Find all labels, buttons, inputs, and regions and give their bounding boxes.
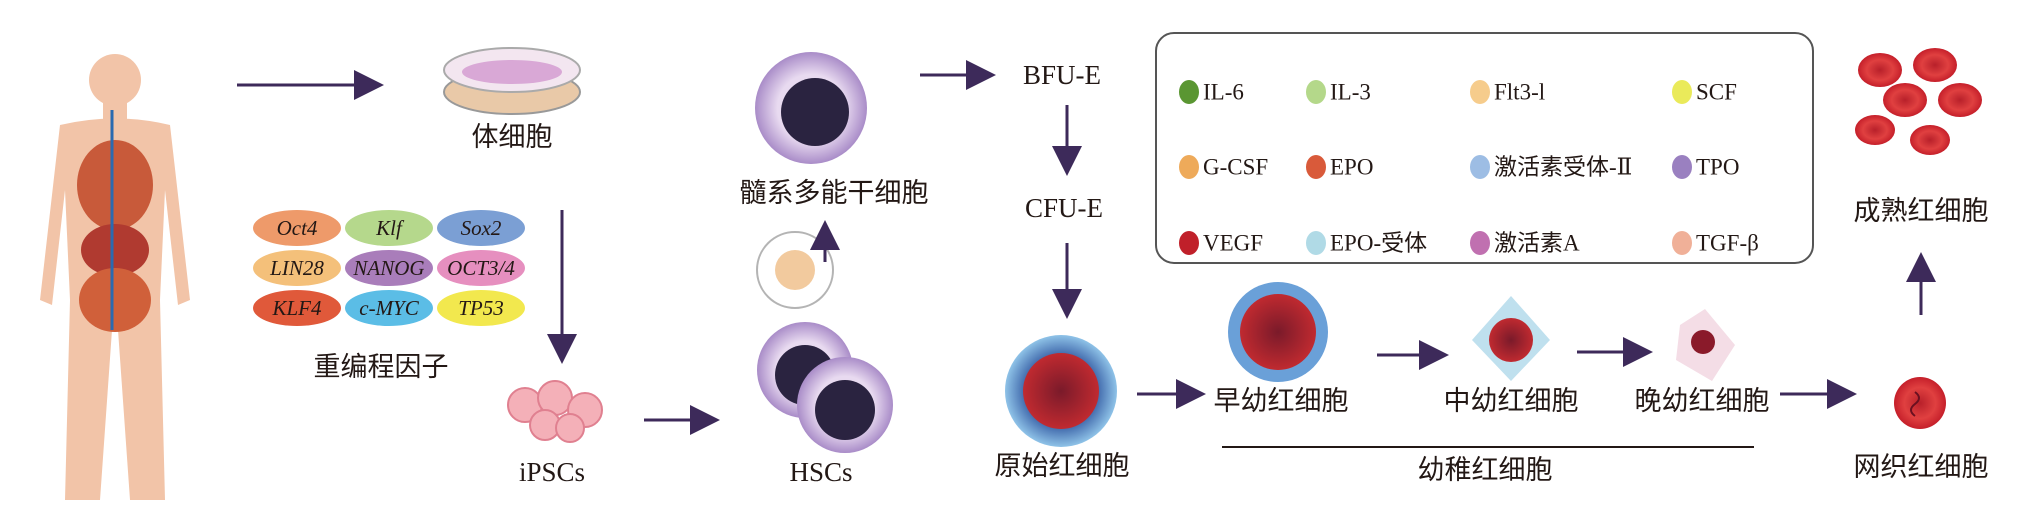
label-immature-erythroid: 幼稚红细胞 [1418,455,1553,485]
label-reprogramming-factors: 重编程因子 [314,352,449,382]
gene-oval: LIN28 [253,250,341,286]
gene-label: c-MYC [359,296,419,320]
gene-label: KLF4 [271,296,322,320]
label-late-erythroblast: 晚幼红细胞 [1635,386,1770,416]
reticulocyte-cell-icon [1894,377,1946,429]
label-somatic-cell: 体细胞 [472,122,553,152]
legend-item: TGF-β [1672,231,1759,256]
legend-swatch [1470,231,1490,255]
gene-oval-shape [437,290,525,326]
hsc-cells-icon [757,322,893,453]
legend-label: 激活素受体-Ⅱ [1494,155,1632,180]
watermark-logo [756,231,834,309]
label-myeloid-progenitor: 髓系多能干细胞 [740,178,929,208]
intermediate-erythroblast-cell-icon [1472,296,1550,381]
label-proerythroblast: 原始红细胞 [995,451,1130,481]
cytokine-legend: IL-6 IL-3 Flt3-l SCF G-CSF EPO 激活素受体-Ⅱ TPO VEGF E… [1179,80,1759,256]
legend-label: Flt3-l [1494,80,1545,105]
gene-oval-shape [253,290,341,326]
legend-label: IL-3 [1330,80,1371,105]
legend-label: IL-6 [1203,80,1244,105]
legend-swatch [1306,80,1326,104]
legend-label: G-CSF [1203,155,1268,180]
gene-oval: Klf [345,210,433,246]
legend-label: VEGF [1203,231,1263,256]
legend-swatch [1672,231,1692,255]
legend-item: IL-3 [1306,80,1371,105]
legend-label: EPO [1330,155,1373,180]
gene-oval: c-MYC [345,290,433,326]
label-bfu-e: BFU-E [1023,60,1101,90]
legend-item: EPO-受体 [1306,231,1427,256]
legend-item: VEGF [1179,231,1263,256]
legend-swatch [1179,231,1199,255]
gene-label: Klf [375,216,405,240]
gene-label: Oct4 [277,216,318,240]
ipsc-cluster-icon [507,380,603,443]
legend-item: IL-6 [1179,80,1244,105]
late-erythroblast-cell-icon [1676,309,1735,381]
legend-swatch [1179,155,1199,179]
legend-swatch [1672,80,1692,104]
gene-oval-shape [345,290,433,326]
mature-rbc-cluster-icon [1855,48,1982,155]
gene-oval: TP53 [437,290,525,326]
label-reticulocyte: 网织红细胞 [1854,452,1989,482]
legend-swatch [1306,231,1326,255]
legend-swatch [1179,80,1199,104]
legend-label: 激活素A [1494,231,1580,256]
myeloid-progenitor-cell-icon [755,52,867,164]
legend-item: G-CSF [1179,155,1268,180]
gene-oval: NANOG [345,250,433,286]
human-body-illustration [40,54,190,500]
legend-label: SCF [1696,80,1737,105]
label-early-erythroblast: 早幼红细胞 [1214,386,1349,416]
early-erythroblast-cell-icon [1228,282,1328,382]
gene-oval-shape [437,210,525,246]
legend-item: SCF [1672,80,1737,105]
legend-swatch [1470,155,1490,179]
gene-label: LIN28 [269,256,324,280]
legend-swatch [1672,155,1692,179]
label-ipscs: iPSCs [519,457,585,487]
gene-oval: KLF4 [253,290,341,326]
legend-swatch [1306,155,1326,179]
legend-item: 激活素受体-Ⅱ [1470,155,1632,180]
gene-oval-shape [345,250,433,286]
legend-item: Flt3-l [1470,80,1545,105]
legend-item: EPO [1306,155,1373,180]
gene-label: Sox2 [461,216,502,240]
label-hscs: HSCs [789,457,852,487]
legend-swatch [1470,80,1490,104]
gene-oval-shape [345,210,433,246]
label-mature-rbc: 成熟红细胞 [1854,196,1989,226]
gene-oval: Oct4 [253,210,341,246]
gene-label: NANOG [352,256,424,280]
cytokine-legend-box [1155,32,1814,264]
gene-oval: Sox2 [437,210,525,246]
legend-item: 激活素A [1470,231,1580,256]
gene-oval-shape [253,210,341,246]
legend-label: TPO [1696,155,1739,180]
gene-oval-shape [253,250,341,286]
petri-dish-icon [443,47,581,115]
gene-oval: OCT3/4 [437,250,525,286]
gene-label: OCT3/4 [447,256,515,280]
legend-label: TGF-β [1696,231,1759,256]
legend-item: TPO [1672,155,1739,180]
gene-oval-shape [437,250,525,286]
legend-label: EPO-受体 [1330,231,1427,256]
gene-label: TP53 [458,296,504,320]
label-intermediate-erythroblast: 中幼红细胞 [1444,386,1579,416]
proerythroblast-cell-icon [1005,335,1117,447]
label-cfu-e: CFU-E [1025,193,1103,223]
